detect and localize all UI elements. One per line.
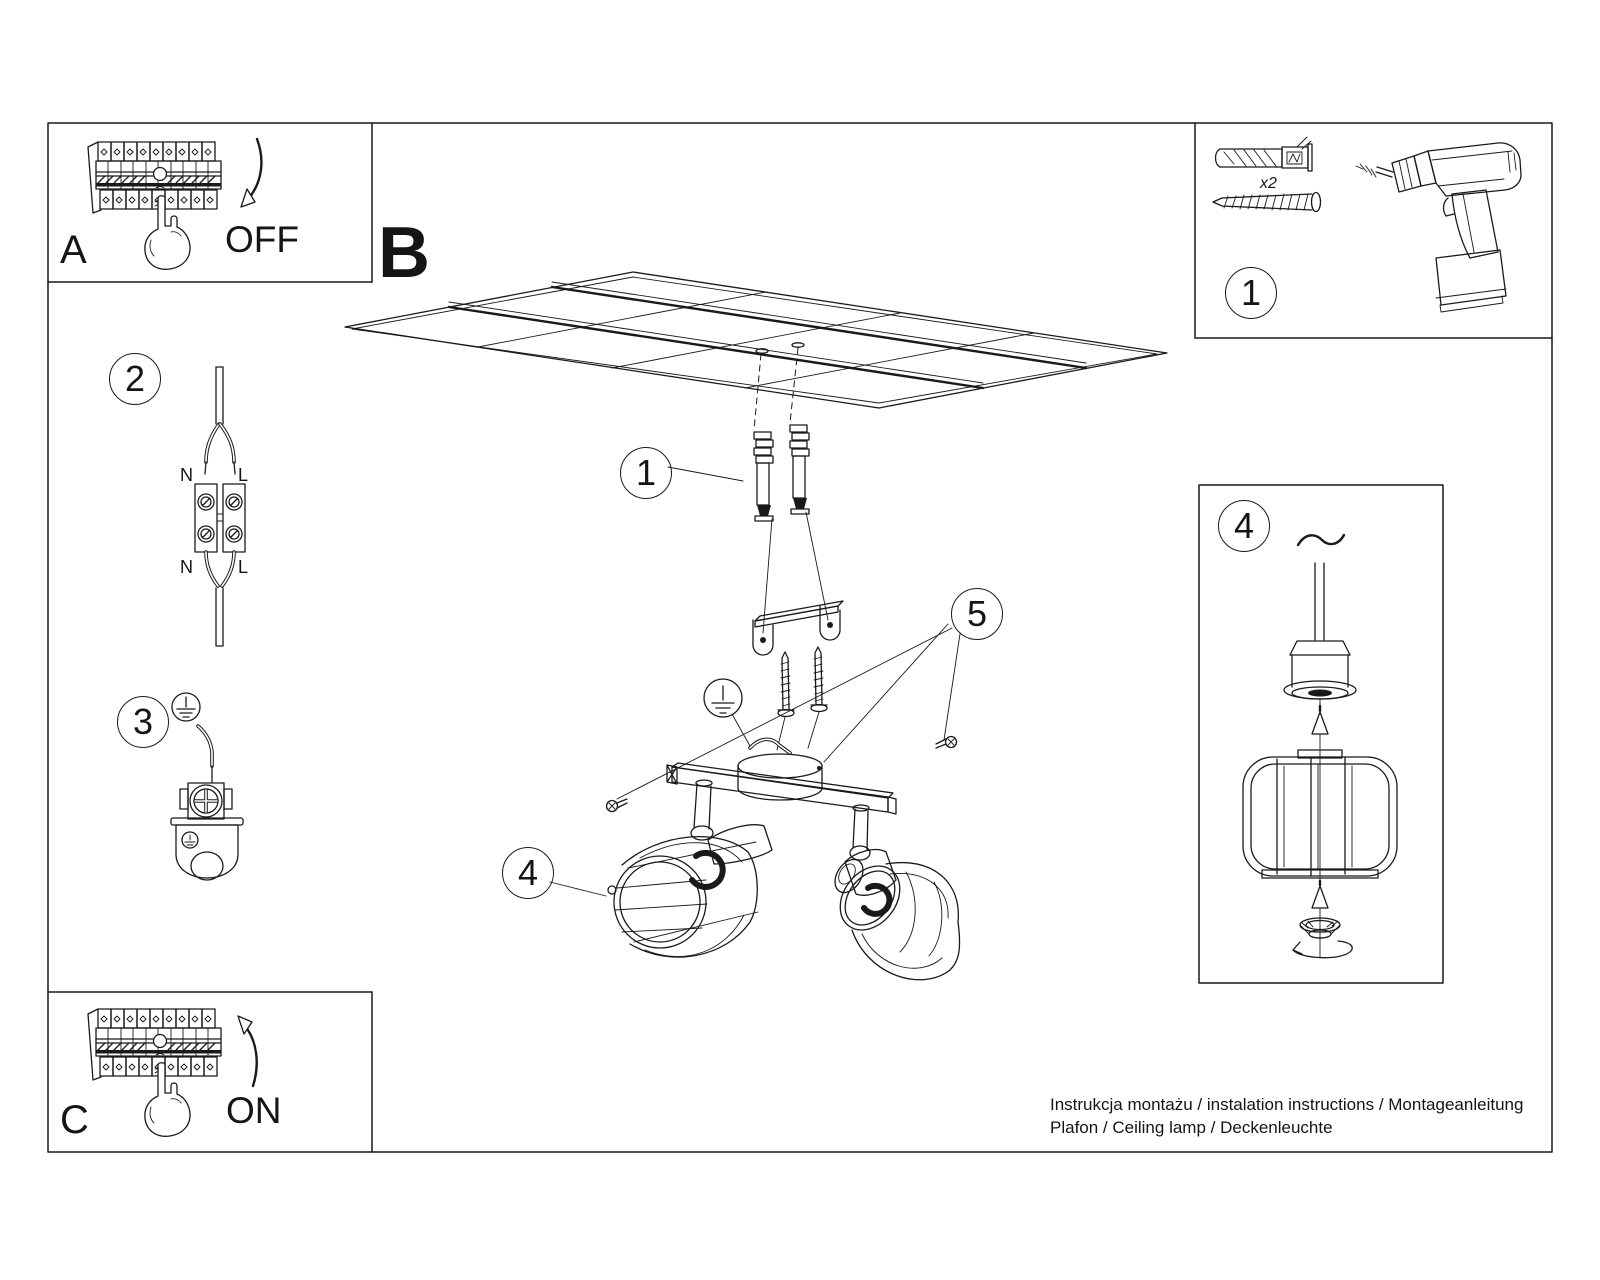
side-screw-right — [935, 735, 958, 749]
ground-icon — [171, 692, 201, 722]
bracket-screw-right — [810, 646, 828, 713]
step3-ground-art — [170, 692, 244, 881]
footer-title-line: Instrukcja montażu / instalation instruc… — [1050, 1095, 1524, 1114]
step2-number-badge: 2 — [109, 353, 161, 405]
mounting-bar — [666, 762, 897, 815]
panel-c-label: C — [60, 1098, 89, 1142]
hardware-box-art — [1212, 136, 1522, 313]
ground-mark-icon — [181, 831, 199, 849]
ground-symbol-main — [703, 678, 751, 747]
wall-anchor-left — [753, 431, 774, 522]
hardware-box-number-badge: 1 — [1225, 267, 1277, 319]
mounting-bracket — [752, 600, 844, 656]
wire-label-n-bottom: N — [180, 557, 193, 577]
ceiling-grid — [344, 271, 1168, 409]
wire-label-l-top: L — [238, 465, 249, 485]
callout-leaders — [549, 466, 961, 897]
callout-shade-badge: 4 — [502, 847, 554, 899]
wire-label-l-bottom: L — [238, 557, 249, 577]
panel-c-state: ON — [226, 1090, 282, 1131]
panel-a-label: A — [60, 228, 87, 272]
side-screw-left — [605, 798, 628, 813]
mounting-guides — [753, 347, 829, 751]
callout-anchors-badge: 1 — [620, 447, 672, 499]
spotlight-right — [834, 804, 961, 981]
shade-box-number-badge: 4 — [1218, 500, 1270, 552]
wire-label-n-top: N — [180, 465, 193, 485]
arrow-on-icon — [237, 1015, 258, 1088]
panel-c-art — [87, 1008, 258, 1137]
callout-screws-badge: 5 — [951, 588, 1003, 640]
ground-wire — [748, 737, 792, 755]
panel-a-state: OFF — [225, 219, 299, 260]
drill-icon — [1355, 142, 1522, 313]
arrow-off-icon — [240, 137, 263, 208]
spotlight-left — [607, 779, 773, 958]
step2-wiring-art — [194, 366, 246, 647]
anchor-quantity-label: x2 — [1260, 175, 1277, 192]
wall-plug-icon — [1214, 136, 1313, 172]
wall-anchor-right — [789, 424, 810, 515]
shade-box-art — [1242, 533, 1398, 959]
footer-product-line: Plafon / Ceiling lamp / Deckenleuchte — [1050, 1118, 1333, 1137]
main-view-label: B — [378, 213, 430, 293]
bracket-screw-left — [777, 651, 795, 718]
step3-number-badge: 3 — [117, 696, 169, 748]
frame-borders — [47, 122, 1553, 1153]
screw-icon — [1212, 191, 1322, 213]
panel-a-art — [87, 137, 263, 270]
